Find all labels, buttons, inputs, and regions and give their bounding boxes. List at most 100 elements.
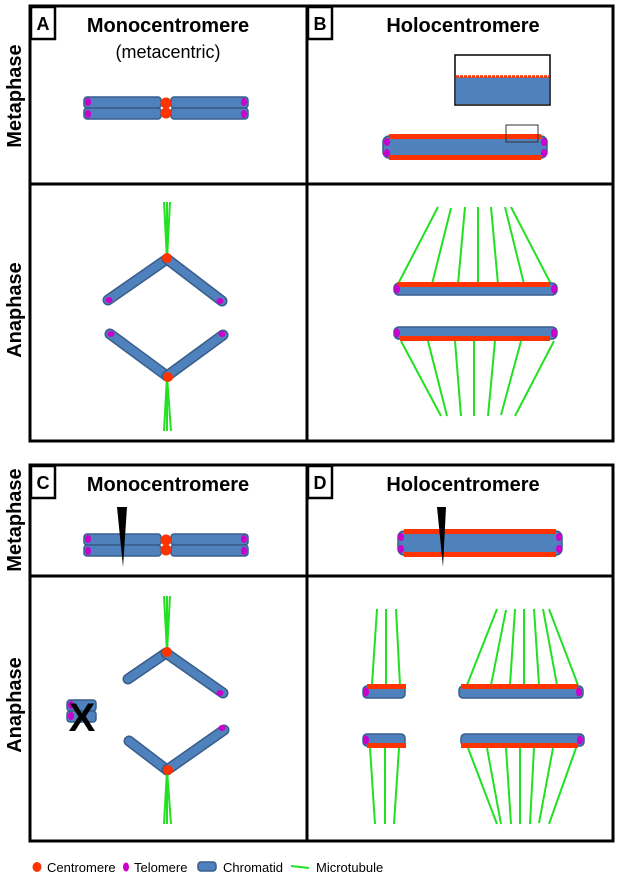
centromere-icon bbox=[162, 647, 172, 657]
bottom-figure-frame bbox=[28, 463, 615, 843]
top-figure: Metaphase Anaphase A Monocentromere (met… bbox=[4, 4, 615, 443]
centromere-band bbox=[404, 529, 556, 534]
telomere-icon bbox=[123, 862, 129, 872]
chromatid bbox=[83, 96, 162, 109]
microtubule bbox=[457, 206, 466, 285]
centromere-icon bbox=[162, 253, 172, 263]
panel-d: D Holocentromere bbox=[306, 464, 585, 825]
telomere-icon bbox=[107, 331, 115, 337]
microtubule bbox=[500, 340, 522, 416]
telomere-icon bbox=[556, 545, 562, 553]
microtubule bbox=[166, 201, 171, 260]
centromere-icon bbox=[163, 372, 173, 382]
centromere-band bbox=[389, 155, 541, 160]
anaphase-b-lower bbox=[393, 326, 558, 417]
centromere-icon bbox=[163, 765, 173, 775]
panel-a-subtitle: (metacentric) bbox=[115, 42, 220, 62]
telomere-icon bbox=[68, 712, 74, 720]
telomere-icon bbox=[85, 535, 91, 543]
legend-item-chromatid: Chromatid bbox=[197, 860, 283, 875]
microtubule bbox=[510, 206, 552, 285]
break-wedge-icon bbox=[437, 507, 446, 567]
panel-d-letter: D bbox=[314, 473, 327, 493]
centromere-band bbox=[389, 134, 541, 139]
legend-label: Chromatid bbox=[223, 860, 283, 875]
telomere-icon bbox=[394, 284, 400, 294]
telomere-icon bbox=[398, 545, 404, 553]
microtubule bbox=[466, 608, 498, 686]
panel-c: C Monocentromere bbox=[29, 464, 249, 825]
chromatid bbox=[170, 96, 249, 109]
chromatid bbox=[456, 77, 549, 104]
telomere-icon bbox=[541, 149, 547, 157]
microtubule bbox=[431, 207, 452, 285]
centromere-icon bbox=[160, 107, 172, 119]
metacentric-chromosome bbox=[83, 507, 249, 567]
telomere-icon bbox=[576, 687, 582, 697]
telomere-icon bbox=[551, 284, 557, 294]
row-label-anaphase: Anaphase bbox=[4, 657, 26, 753]
microtubule bbox=[529, 747, 535, 825]
holocentric-chromosome bbox=[397, 507, 563, 567]
anaphase-d-large-lower bbox=[460, 733, 585, 825]
panel-d-title: Holocentromere bbox=[386, 474, 539, 496]
microtubule bbox=[427, 340, 448, 417]
legend-label: Microtubule bbox=[316, 860, 383, 875]
anaphase-d-large-upper bbox=[458, 608, 584, 699]
panel-a-title: Monocentromere bbox=[87, 15, 249, 37]
row-label-metaphase: Metaphase bbox=[4, 44, 26, 147]
microtubule bbox=[490, 609, 507, 686]
telomere-icon bbox=[551, 328, 557, 338]
microtubule bbox=[371, 608, 378, 686]
microtubule bbox=[548, 608, 579, 686]
legend-label: Telomere bbox=[134, 860, 187, 875]
telomere-icon bbox=[384, 149, 390, 157]
telomere-icon bbox=[85, 547, 91, 555]
centromere-band bbox=[398, 282, 550, 287]
panel-b-letter-box bbox=[306, 5, 334, 41]
panel-a-letter-box bbox=[29, 5, 57, 41]
centromere-icon bbox=[160, 544, 172, 556]
telomere-icon bbox=[541, 138, 547, 146]
centromere-band bbox=[367, 743, 406, 748]
microtubule bbox=[487, 340, 496, 417]
telomere-icon bbox=[241, 110, 247, 118]
legend-label: Centromere bbox=[47, 860, 116, 875]
microtubule bbox=[490, 206, 499, 285]
telomere-icon bbox=[68, 701, 74, 709]
panel-c-title: Monocentromere bbox=[87, 474, 249, 496]
telomere-icon bbox=[218, 725, 226, 731]
microtubule bbox=[533, 608, 540, 686]
chromatid-icon bbox=[197, 861, 217, 872]
inset-source-box bbox=[505, 124, 539, 143]
microtubule bbox=[369, 747, 376, 825]
panel-c-letter-box bbox=[29, 464, 57, 500]
telomere-icon bbox=[85, 110, 91, 118]
centromere-icon bbox=[160, 97, 172, 109]
anaphase-d-small-lower bbox=[362, 733, 406, 825]
lost-acentric-fragment: X bbox=[66, 696, 97, 740]
legend: Centromere Telomere Chromatid Microtubul… bbox=[32, 860, 383, 875]
telomere-icon bbox=[241, 535, 247, 543]
microtubule bbox=[397, 206, 439, 285]
microtubule bbox=[166, 595, 171, 653]
legend-item-centromere: Centromere bbox=[32, 860, 116, 875]
chromatid bbox=[66, 710, 97, 723]
bottom-figure: Metaphase Anaphase C Monocentromere bbox=[4, 463, 615, 843]
telomere-icon bbox=[577, 735, 583, 745]
lost-fragment-x-mark: X bbox=[69, 696, 96, 740]
legend-item-microtubule: Microtubule bbox=[290, 860, 383, 875]
panel-b-title: Holocentromere bbox=[386, 15, 539, 37]
anaphase-c-upper bbox=[122, 595, 229, 699]
telomere-icon bbox=[241, 547, 247, 555]
panel-d-letter-box bbox=[306, 464, 334, 500]
chromatid bbox=[397, 530, 563, 556]
panel-a-letter: A bbox=[37, 14, 50, 34]
panel-b-letter: B bbox=[314, 14, 327, 34]
microtubule bbox=[454, 340, 462, 417]
microtubule bbox=[509, 608, 516, 686]
microtubule bbox=[486, 747, 502, 825]
microtubule bbox=[166, 375, 172, 432]
microtubule bbox=[538, 747, 554, 824]
break-wedge-icon bbox=[117, 507, 127, 567]
